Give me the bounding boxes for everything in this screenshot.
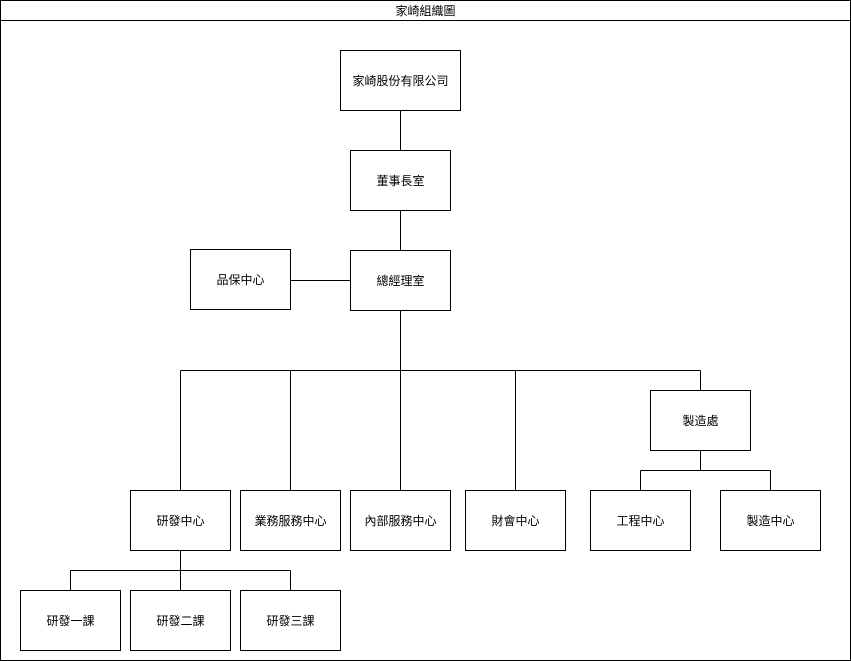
- edge-rd-bus: [70, 550, 291, 571]
- node-mfg-office[interactable]: 製造處: [650, 390, 751, 451]
- node-qa[interactable]: 品保中心: [190, 249, 291, 310]
- node-rd1[interactable]: 研發一課: [20, 590, 121, 651]
- node-mfg[interactable]: 製造中心: [720, 490, 821, 551]
- node-rd[interactable]: 研發中心: [130, 490, 231, 551]
- node-gm[interactable]: 總經理室: [350, 250, 451, 311]
- node-rd2[interactable]: 研發二課: [130, 590, 231, 651]
- edge-mfg-office-bus: [640, 450, 771, 471]
- node-rd3[interactable]: 研發三課: [240, 590, 341, 651]
- node-eng[interactable]: 工程中心: [590, 490, 691, 551]
- node-company[interactable]: 家崎股份有限公司: [340, 50, 461, 111]
- node-finance[interactable]: 財會中心: [465, 490, 566, 551]
- node-board[interactable]: 董事長室: [350, 150, 451, 211]
- node-sales[interactable]: 業務服務中心: [240, 490, 341, 551]
- node-internal[interactable]: 內部服務中心: [350, 490, 451, 551]
- diagram-title: 家崎組織圖: [0, 0, 851, 21]
